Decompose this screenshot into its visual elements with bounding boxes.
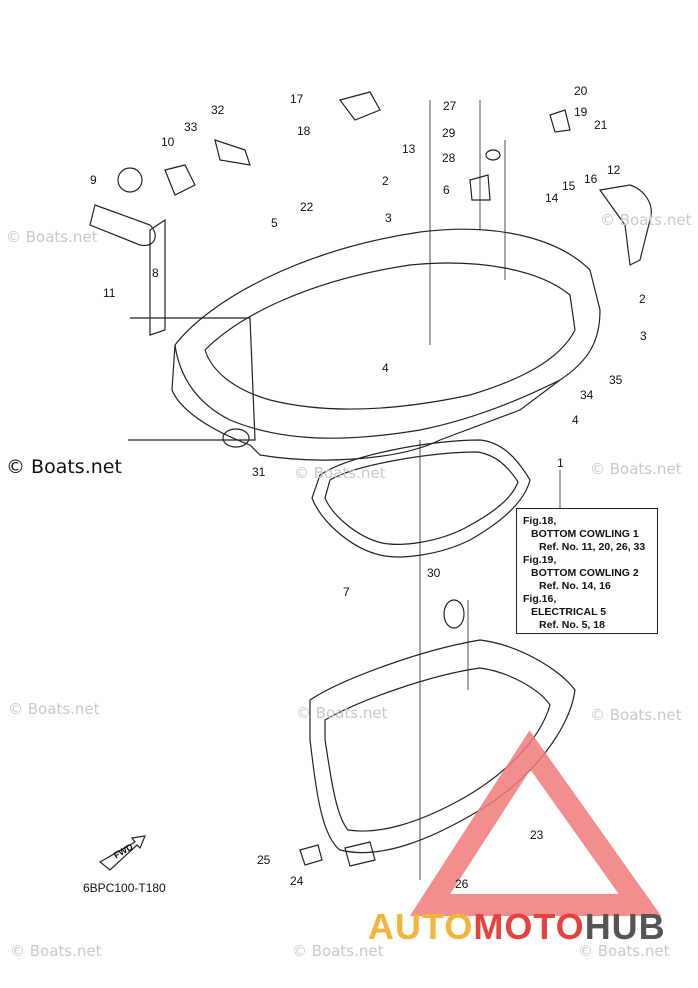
callout-6: 6	[443, 183, 450, 197]
watermark: © Boats.net	[10, 942, 102, 960]
ref-line: BOTTOM COWLING 2	[531, 567, 639, 579]
callout-22: 22	[300, 200, 314, 214]
callout-7: 7	[343, 585, 350, 599]
callout-25: 25	[257, 853, 271, 867]
callout-28: 28	[442, 151, 456, 165]
callout-27: 27	[443, 99, 457, 113]
watermark: © Boats.net	[292, 942, 384, 960]
watermark: © Boats.net	[590, 460, 682, 478]
callout-30: 30	[427, 566, 441, 580]
diagram-code: 6BPC100-T180	[83, 881, 166, 895]
callout-5: 5	[271, 216, 278, 230]
gasket	[311, 439, 531, 558]
watermark: © Boats.net	[296, 704, 388, 722]
callout-3: 3	[385, 211, 392, 225]
callout-2: 2	[382, 174, 389, 188]
callout-14: 14	[545, 191, 559, 205]
callout-13: 13	[402, 142, 416, 156]
callout-26: 26	[455, 877, 469, 891]
callout-8: 8	[152, 266, 159, 280]
callout-23: 23	[530, 828, 544, 842]
callout-32: 32	[211, 103, 225, 117]
ref-line: BOTTOM COWLING 1	[531, 528, 639, 540]
logo-part-hub: HUB	[584, 906, 666, 947]
callout-21: 21	[594, 118, 608, 132]
ref-line: Ref. No. 11, 20, 26, 33	[539, 541, 646, 553]
callout-33: 33	[184, 120, 198, 134]
callout-9: 9	[90, 173, 97, 187]
ref-line: Fig.16,	[523, 593, 557, 605]
callout-20: 20	[574, 84, 588, 98]
callout-18: 18	[297, 124, 311, 138]
watermark-dark: © Boats.net	[6, 456, 122, 478]
callout-4b: 4	[572, 413, 579, 427]
watermark: © Boats.net	[294, 464, 386, 482]
callout-12: 12	[607, 163, 621, 177]
logo-part-moto: MOTO	[473, 906, 585, 947]
watermark: © Boats.net	[578, 942, 670, 960]
watermark: © Boats.net	[8, 700, 100, 718]
ref-line: Fig.19,	[523, 554, 557, 566]
logo-triangle-icon	[409, 730, 662, 916]
watermark: © Boats.net	[590, 706, 682, 724]
callout-17: 17	[290, 92, 304, 106]
callout-1: 1	[557, 456, 564, 470]
watermark: © Boats.net	[6, 228, 98, 246]
callout-4: 4	[382, 361, 389, 375]
callout-3b: 3	[640, 329, 647, 343]
ref-line: Fig.18,	[523, 515, 557, 527]
callout-35: 35	[609, 373, 623, 387]
callout-19: 19	[574, 105, 588, 119]
reference-box: Fig.18, BOTTOM COWLING 1 Ref. No. 11, 20…	[516, 508, 658, 634]
callout-15: 15	[562, 179, 576, 193]
logo-part-auto: AUTO	[368, 906, 474, 947]
callout-29: 29	[442, 126, 456, 140]
bottom-cowling-body	[174, 228, 601, 439]
callout-16: 16	[584, 172, 598, 186]
callout-31: 31	[252, 465, 266, 479]
ref-line: ELECTRICAL 5	[531, 606, 607, 618]
ref-line: Ref. No. 14, 16	[539, 580, 611, 592]
callout-2b: 2	[639, 292, 646, 306]
logo: AUTOMOTOHUB	[368, 906, 666, 948]
watermark: © Boats.net	[600, 211, 692, 229]
callout-24: 24	[290, 874, 304, 888]
fwd-arrow-icon	[98, 835, 146, 871]
callout-10: 10	[161, 135, 175, 149]
callout-11: 11	[103, 286, 116, 300]
callout-34: 34	[580, 388, 594, 402]
ref-line: Ref. No. 5, 18	[539, 619, 605, 631]
